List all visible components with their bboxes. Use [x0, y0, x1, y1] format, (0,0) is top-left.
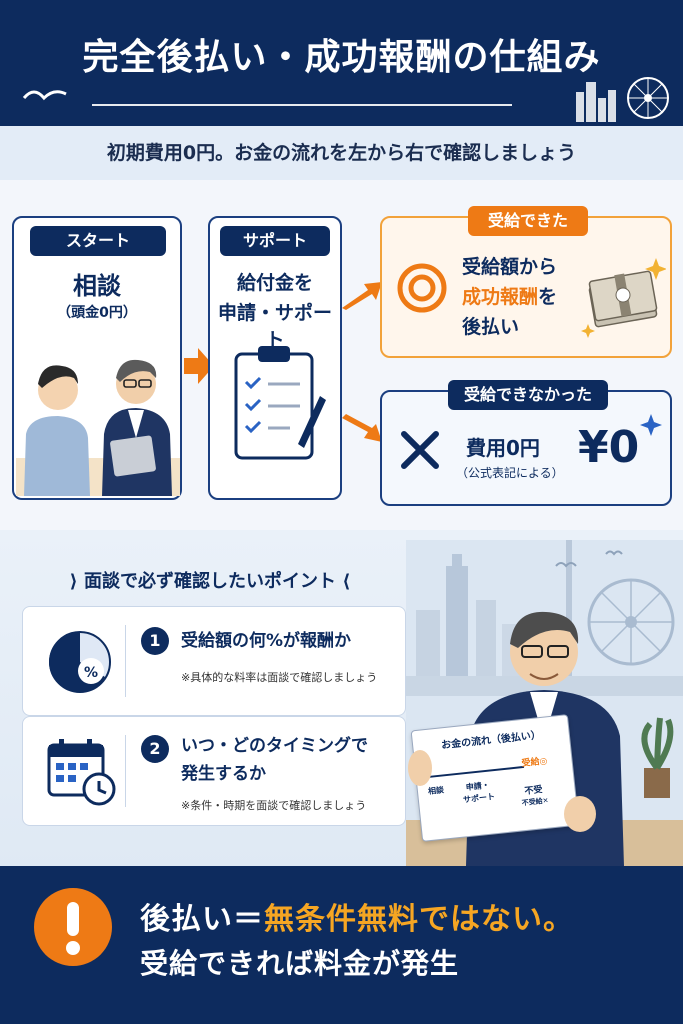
success-card: 受給できた 受給額から 成功報酬を 後払い [380, 206, 672, 358]
hands-illustration [408, 750, 596, 832]
point-title-2a: いつ・どのタイミングで [181, 736, 368, 756]
zero-yen-value: ¥0 [578, 422, 640, 473]
start-note: （頭金0円） [57, 305, 137, 321]
consultation-illustration [16, 359, 180, 496]
points-heading-text: 面談で必ず確認したいポイント [84, 571, 336, 592]
double-circle-icon [397, 263, 447, 313]
support-tag: サポート [220, 226, 330, 256]
calendar-clock-icon [47, 739, 116, 806]
money-stack-icon [581, 258, 666, 338]
seagull-icon [22, 90, 67, 101]
support-line1: 給付金を [236, 272, 313, 294]
arrow-down-right-icon [342, 414, 382, 442]
point-note-2: ※条件・時期を面談で確認しましょう [181, 799, 367, 812]
card-divider [125, 625, 126, 697]
point-title-1: 受給額の何%が報酬か [181, 631, 352, 651]
point-note-1: ※具体的な料率は面談で確認しましょう [181, 671, 378, 684]
sparkle-icon [640, 414, 662, 436]
banner-line1: 後払い＝無条件無料ではない。 [140, 894, 574, 938]
arrow-up-right-icon [342, 282, 382, 310]
percent-pie-icon: % [49, 631, 111, 693]
clipboard-checklist-icon [234, 346, 326, 460]
fail-line1: 費用0円 [466, 436, 540, 460]
skyline-icon [576, 77, 669, 122]
success-line1: 受給額から [462, 256, 558, 278]
svg-text:%: % [84, 665, 98, 681]
success-line2-rest: を [538, 286, 558, 308]
header: 完全後払い・成功報酬の仕組み [0, 0, 683, 126]
support-card: サポート 給付金を 申請・サポート [208, 216, 342, 500]
subtitle: 初期費用0円。お金の流れを左から右で確認しましょう [0, 126, 683, 180]
point-title-2b: 発生するか [181, 764, 266, 784]
success-line2: 成功報酬を [462, 282, 557, 309]
success-highlight: 成功報酬 [462, 286, 539, 308]
cross-icon [401, 431, 439, 469]
start-tag: スタート [30, 226, 166, 256]
success-line3: 後払い [462, 316, 520, 338]
warning-banner [0, 866, 683, 1024]
title-underline [92, 104, 512, 106]
start-card: スタート 相談 （頭金0円） [12, 216, 182, 500]
arrow-right-icon [184, 348, 214, 384]
banner-line1-b: 無条件無料ではない。 [264, 902, 574, 937]
page-title: 完全後払い・成功報酬の仕組み [82, 37, 601, 78]
point-card-1: % 1 受給額の何%が報酬か ※具体的な料率は面談で確認しましょう [22, 606, 406, 716]
start-title: 相談 [73, 272, 121, 300]
support-line2: 申請・サポート [217, 302, 332, 351]
exclamation-icon [34, 888, 112, 966]
points-heading: ⟩ 面談で必ず確認したいポイント ⟨ [69, 571, 351, 592]
point-number-2: 2 [141, 735, 169, 763]
success-tag: 受給できた [468, 206, 588, 236]
fail-tag: 受給できなかった [448, 380, 608, 410]
fail-card: 受給できなかった 費用0円 （公式表記による） ¥0 [380, 380, 672, 506]
fail-line2: （公式表記による） [456, 466, 564, 480]
banner-line1-a: 後払い＝ [140, 902, 264, 937]
point-number-1: 1 [141, 627, 169, 655]
point-card-2: 2 いつ・どのタイミングで 発生するか ※条件・時期を面談で確認しましょう [22, 716, 406, 826]
card-divider [125, 735, 126, 807]
banner-line2: 受給できれば料金が発生 [140, 947, 460, 980]
